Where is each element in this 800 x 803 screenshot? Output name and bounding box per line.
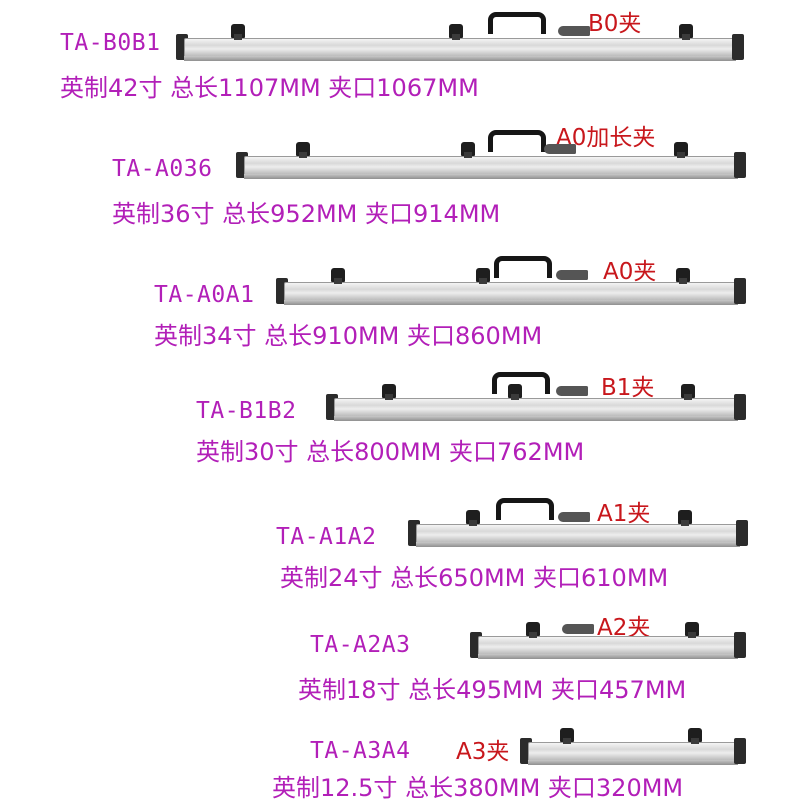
size-tag: B0夹	[588, 11, 642, 37]
clamp-bar-image	[326, 372, 746, 422]
model-label: TA-B0B1	[60, 30, 161, 56]
product-row-a2a3: TA-A2A3 英制18寸 总长495MM 夹口457MM A2夹	[0, 0, 800, 704]
clamp-bar-image	[176, 12, 744, 62]
spec-label: 英制34寸 总长910MM 夹口860MM	[154, 322, 543, 350]
size-tag: A3夹	[456, 739, 510, 765]
size-tag: A0夹	[603, 259, 657, 285]
spec-label: 英制12.5寸 总长380MM 夹口320MM	[272, 774, 684, 802]
model-label: TA-A0A1	[154, 282, 255, 308]
size-tag: B1夹	[601, 375, 655, 401]
model-label: TA-A3A4	[310, 738, 411, 764]
product-row-a036: TA-A036 英制36寸 总长952MM 夹口914MM A0加长夹	[0, 0, 800, 228]
spec-label: 英制42寸 总长1107MM 夹口1067MM	[60, 74, 479, 102]
product-row-b0b1: TA-B0B1 英制42寸 总长1107MM 夹口1067MM B0夹	[0, 0, 800, 110]
spec-label: 英制30寸 总长800MM 夹口762MM	[196, 438, 585, 466]
clamp-bar-image	[236, 130, 746, 180]
spec-label: 英制36寸 总长952MM 夹口914MM	[112, 200, 501, 228]
spec-label: 英制24寸 总长650MM 夹口610MM	[280, 564, 669, 592]
clamp-bar-image	[408, 498, 748, 548]
clamp-bar-image	[276, 256, 746, 306]
model-label: TA-A1A2	[276, 524, 377, 550]
clamp-bar-image	[470, 622, 746, 660]
model-label: TA-A036	[112, 156, 213, 182]
size-tag: A1夹	[597, 501, 651, 527]
model-label: TA-A2A3	[310, 632, 411, 658]
product-row-a1a2: TA-A1A2 英制24寸 总长650MM 夹口610MM A1夹	[0, 0, 800, 592]
clamp-bar-image	[520, 728, 746, 766]
product-row-b1b2: TA-B1B2 英制30寸 总长800MM 夹口762MM B1夹	[0, 0, 800, 466]
spec-label: 英制18寸 总长495MM 夹口457MM	[298, 676, 687, 704]
model-label: TA-B1B2	[196, 398, 297, 424]
product-row-a0a1: TA-A0A1 英制34寸 总长910MM 夹口860MM A0夹	[0, 0, 800, 350]
